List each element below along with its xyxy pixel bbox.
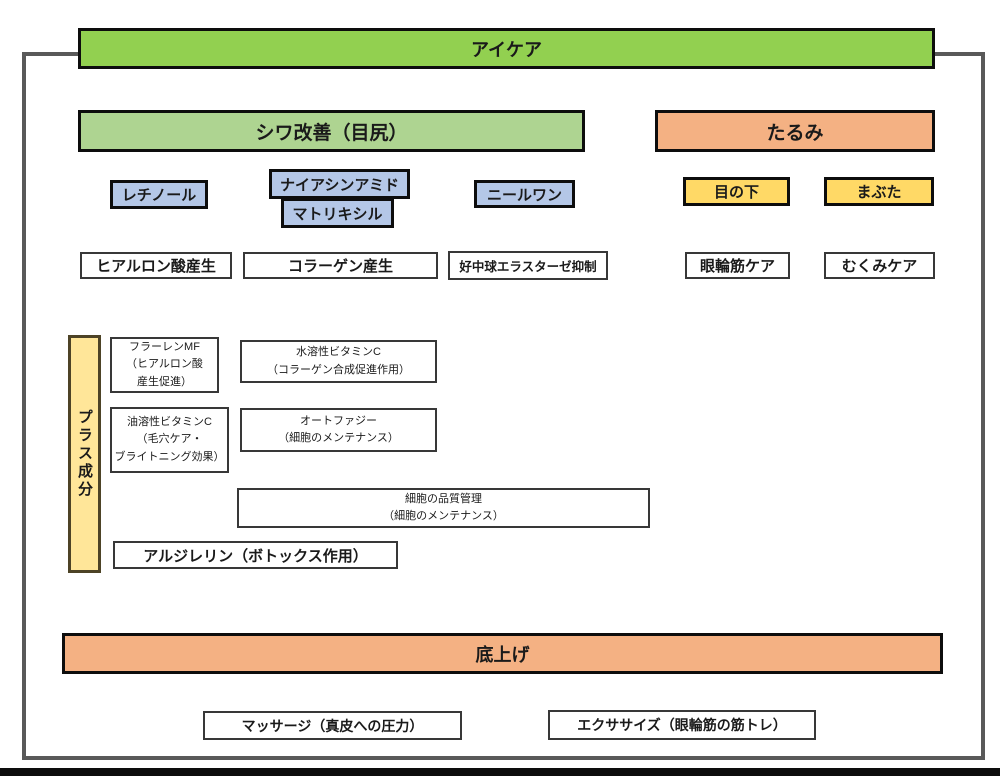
effect-orbicularis-label: 眼輪筋ケア [699, 258, 775, 275]
plus-cell-quality-line2: （細胞のメンテナンス） [383, 510, 504, 522]
wrinkle-header-label: シワ改善（目尻） [255, 122, 408, 144]
area-under-eye: 目の下 [683, 177, 790, 206]
effect-hyaluronic-production: ヒアルロン酸産生 [80, 252, 232, 279]
effect-elastase-label: 好中球エラスターゼ抑制 [459, 260, 597, 274]
plus-oil-vitc-line2: （毛穴ケア・ [136, 433, 203, 446]
plus-argireline-label: アルジレリン（ボトックス作用） [143, 547, 368, 565]
bottom-divider-line [0, 768, 1000, 776]
effect-puffiness-label: むくみケア [841, 258, 918, 275]
effect-puffiness-care: むくみケア [824, 252, 935, 279]
plus-fullerene-line1: フラーレンMF [129, 341, 200, 354]
base-header: 底上げ [62, 633, 943, 674]
effect-hyaluronic-label: ヒアルロン酸産生 [96, 258, 216, 275]
plus-fullerene: フラーレンMF （ヒアルロン酸 産生促進） [110, 337, 219, 393]
plus-water-vitc-line1: 水溶性ビタミンC [296, 346, 381, 359]
plus-label-text: プラス成分 [76, 409, 93, 499]
plus-water-vitamin-c: 水溶性ビタミンC （コラーゲン合成促進作用） [240, 340, 437, 383]
plus-fullerene-line2: （ヒアルロン酸 [126, 358, 203, 371]
area-eyelid-label: まぶた [856, 184, 902, 201]
sagging-header: たるみ [655, 110, 935, 152]
plus-autophagy: オートファジー （細胞のメンテナンス） [240, 408, 437, 452]
page-title: アイケア [470, 39, 543, 60]
effect-collagen-production: コラーゲン産生 [243, 252, 438, 279]
method-exercise-label: エクササイズ（眼輪筋の筋トレ） [577, 717, 787, 733]
ingredient-retinol-label: レチノール [121, 187, 197, 204]
effect-orbicularis-care: 眼輪筋ケア [685, 252, 790, 279]
ingredient-retinol: レチノール [110, 180, 208, 209]
plus-cell-quality: 細胞の品質管理 （細胞のメンテナンス） [237, 488, 650, 528]
ingredient-neelone-label: ニールワン [486, 186, 562, 204]
ingredient-neelone: ニールワン [474, 180, 575, 208]
method-exercise: エクササイズ（眼輪筋の筋トレ） [548, 710, 816, 740]
ingredient-niacinamide: ナイアシンアミド [269, 169, 410, 199]
ingredient-niacinamide-label: ナイアシンアミド [279, 176, 400, 194]
wrinkle-header: シワ改善（目尻） [78, 110, 585, 152]
plus-fullerene-line3: 産生促進） [137, 375, 192, 388]
plus-autophagy-line2: （細胞のメンテナンス） [278, 432, 399, 444]
area-eyelid: まぶた [824, 177, 934, 206]
ingredient-matrixyl-label: マトリキシル [292, 205, 383, 223]
base-header-label: 底上げ [475, 644, 530, 665]
area-under-eye-label: 目の下 [713, 184, 759, 201]
sagging-header-label: たるみ [766, 122, 824, 144]
plus-oil-vitamin-c: 油溶性ビタミンC （毛穴ケア・ ブライトニング効果） [110, 407, 229, 473]
ingredient-matrixyl: マトリキシル [281, 198, 394, 228]
plus-oil-vitc-line3: ブライトニング効果） [114, 450, 225, 463]
plus-water-vitc-line2: （コラーゲン合成促進作用） [267, 363, 410, 376]
plus-cell-quality-line1: 細胞の品質管理 [405, 492, 482, 505]
plus-autophagy-line1: オートファジー [300, 414, 377, 427]
title-banner: アイケア [78, 28, 935, 69]
plus-ingredients-vertical-label: プラス成分 [68, 335, 101, 573]
effect-collagen-label: コラーゲン産生 [287, 258, 393, 275]
plus-oil-vitc-line1: 油溶性ビタミンC [127, 416, 212, 429]
method-massage-label: マッサージ（真皮への圧力） [241, 717, 424, 734]
effect-elastase-inhibition: 好中球エラスターゼ抑制 [448, 251, 608, 280]
plus-argireline: アルジレリン（ボトックス作用） [113, 541, 398, 569]
method-massage: マッサージ（真皮への圧力） [203, 711, 462, 740]
